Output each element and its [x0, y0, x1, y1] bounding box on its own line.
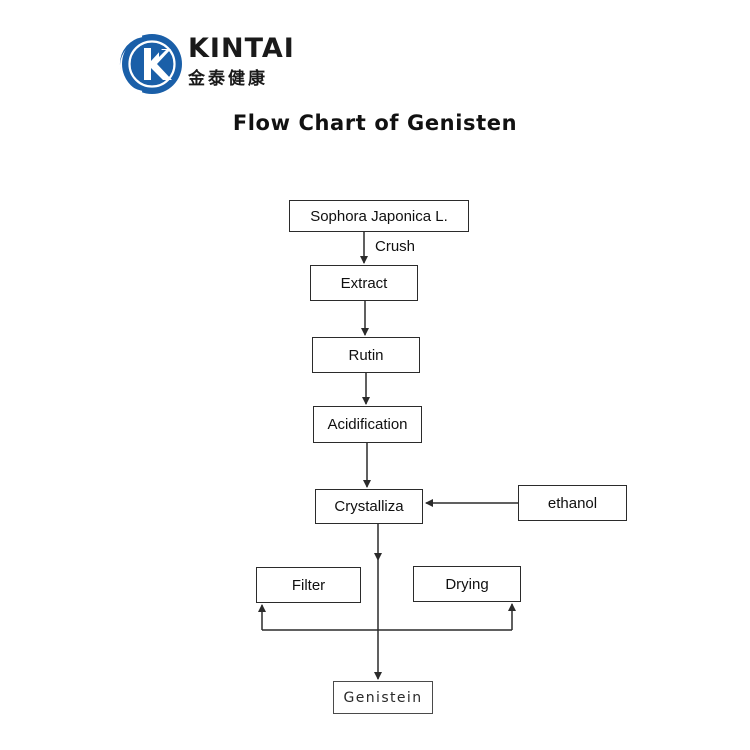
node-rutin[interactable]: Rutin — [312, 337, 420, 373]
node-crystalliza[interactable]: Crystalliza — [315, 489, 423, 524]
node-filter[interactable]: Filter — [256, 567, 361, 603]
brand-logo: KINTAI 金泰健康 — [116, 28, 336, 106]
node-genistein[interactable]: Genistein — [333, 681, 433, 714]
node-extract[interactable]: Extract — [310, 265, 418, 301]
node-drying[interactable]: Drying — [413, 566, 521, 602]
page-title: Flow Chart of Genisten — [232, 111, 518, 135]
node-ethanol[interactable]: ethanol — [518, 485, 627, 521]
brand-name-cn: 金泰健康 — [188, 69, 268, 89]
node-acidification[interactable]: Acidification — [313, 406, 422, 443]
brand-name-en: KINTAI — [188, 33, 295, 64]
kintai-circle-k-logo-icon — [116, 30, 184, 98]
brand-wordmark: KINTAI 金泰健康 — [188, 34, 338, 98]
edge-label-crush: Crush — [375, 238, 416, 255]
node-sophora-japonica[interactable]: Sophora Japonica L. — [289, 200, 469, 232]
